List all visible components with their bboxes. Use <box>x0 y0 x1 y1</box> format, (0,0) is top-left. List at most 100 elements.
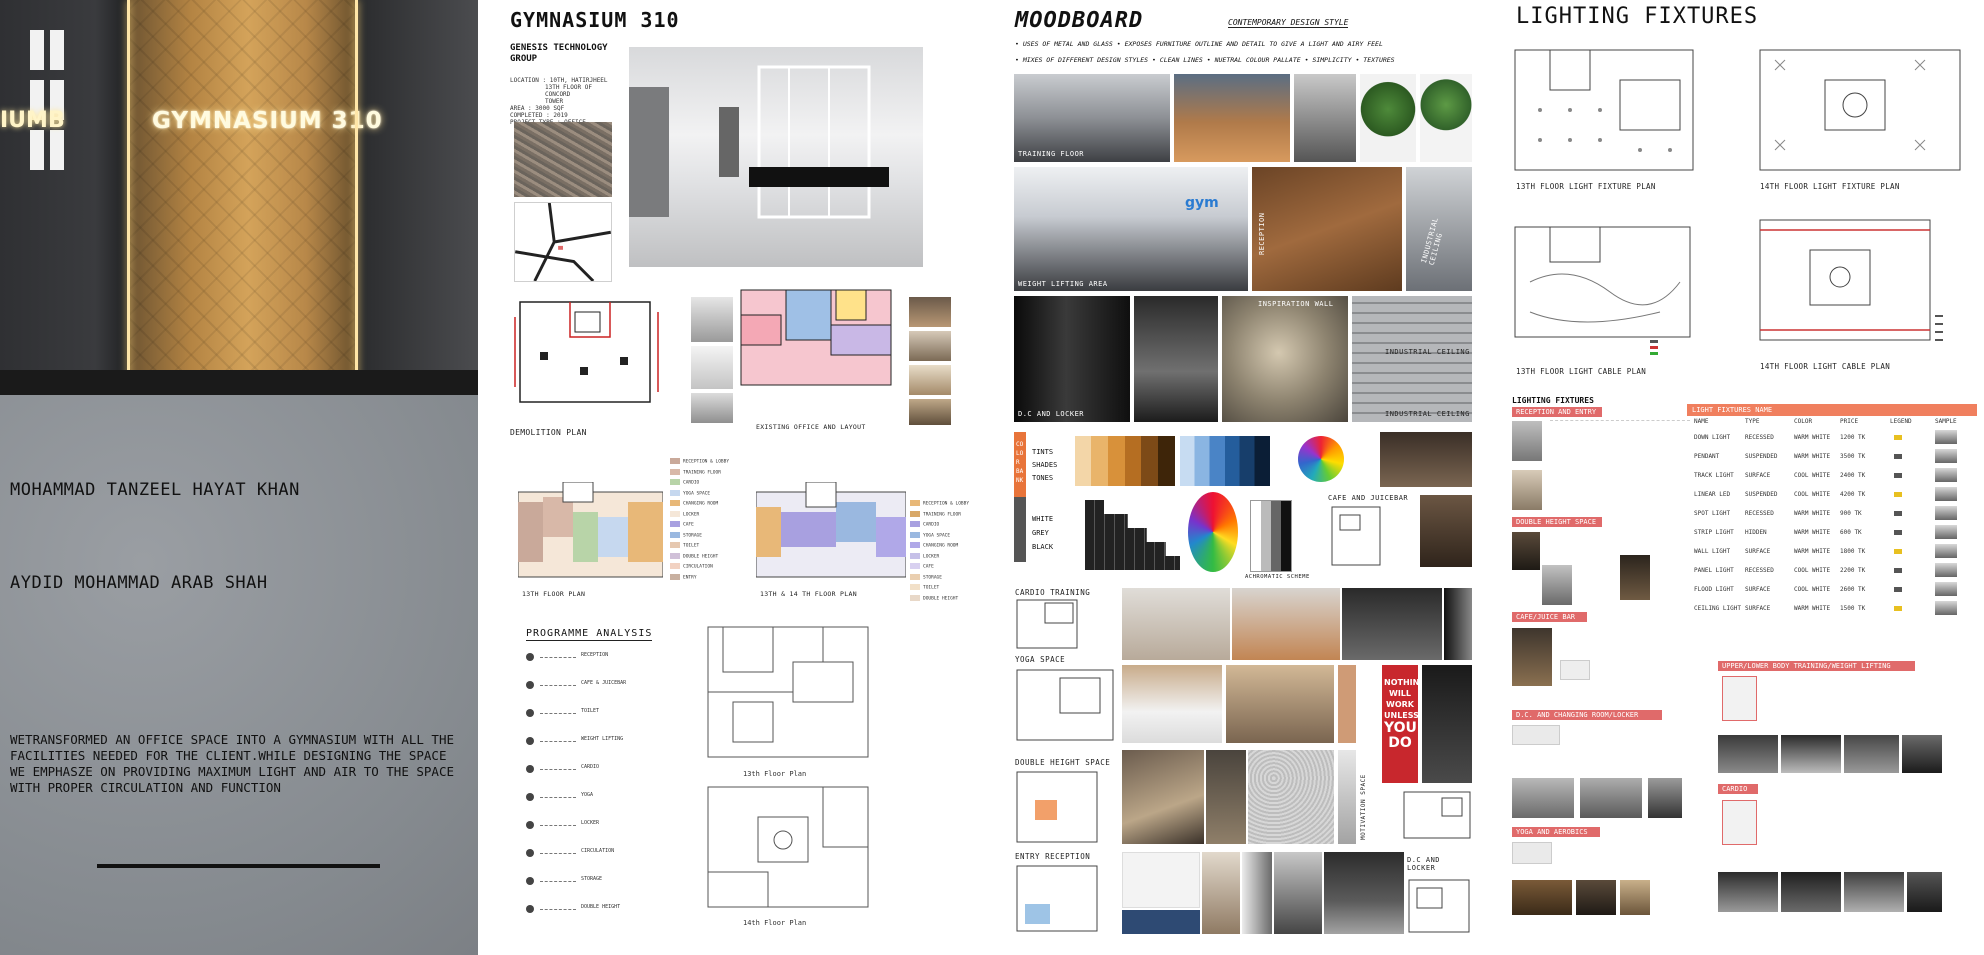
fixture-table-header-cell: NAME <box>1694 418 1709 425</box>
entry-photo-2 <box>1202 852 1240 934</box>
legend-text: TRAINING FLOOR <box>683 470 721 475</box>
plan-13-line <box>703 622 873 767</box>
fixture-table-cell: RECESSED <box>1745 510 1774 517</box>
fixture-table-cell: RECESSED <box>1745 434 1774 441</box>
floor-14-caption: 13TH & 14 TH FLOOR PLAN <box>760 590 857 598</box>
glow-strip-right <box>355 0 358 395</box>
programme-text: WEIGHT LIFTING <box>581 736 624 742</box>
section-cardio: CARDIO <box>1718 784 1758 794</box>
legend-item: DOUBLE HEIGHT <box>910 594 958 601</box>
project-panel: GYMNASIUM 310 GENESIS TECHNOLOGY GROUP L… <box>478 0 1000 955</box>
legend-swatch <box>910 552 920 559</box>
legend-text: YOGA SPACE <box>683 491 711 496</box>
training-floor-photo <box>1014 74 1170 162</box>
section-weight-lifting: UPPER/LOWER BODY TRAINING/WEIGHT LIFTING <box>1718 661 1915 671</box>
fixture-table-header-cell: LEGEND <box>1890 418 1912 425</box>
double-height-light-photo <box>1512 532 1540 570</box>
fixture-table-cell: SURFACE <box>1745 548 1771 555</box>
cardio-light-photo-2 <box>1718 872 1778 912</box>
legend-item: STORAGE <box>670 531 702 538</box>
fixture-table-cell: 2400 TK <box>1840 472 1866 479</box>
cover-panel: IUMB GYMNASIUM 310 MOHAMMAD TANZEEL HAYA… <box>0 0 478 955</box>
programme-item: STORAGE <box>526 874 676 894</box>
fixture-table-cell: WARM WHITE <box>1794 510 1831 517</box>
fixture-table-header-cell: COLOR <box>1794 418 1813 425</box>
programme-icon <box>526 737 534 745</box>
color-bank-label: COLOR BANK <box>1016 441 1024 484</box>
color-wheel <box>1298 436 1344 482</box>
programme-icon <box>526 877 534 885</box>
legend-swatch <box>910 500 920 506</box>
fixture-table-cell: SPOT LIGHT <box>1694 510 1731 517</box>
fixture-table-cell: SURFACE <box>1745 472 1771 479</box>
cool-swatches <box>1180 436 1270 486</box>
fixture-legend-icon <box>1894 530 1902 535</box>
legend-swatch <box>910 510 920 517</box>
legend-swatch <box>670 479 680 485</box>
fixture-table-cell: 1500 TK <box>1840 605 1866 612</box>
fixture-sample-image <box>1935 487 1957 501</box>
reception-light-photo <box>1512 421 1542 461</box>
entry-plan <box>1015 864 1100 934</box>
legend-item: TRAINING FLOOR <box>910 510 961 517</box>
programme-item: CARDIO <box>526 762 676 782</box>
legend-swatch <box>910 531 920 538</box>
fixture-table-cell: SURFACE <box>1745 586 1771 593</box>
machine-photo <box>1294 74 1356 162</box>
programme-text: CARDIO <box>581 764 600 770</box>
legend-item: LOCKER <box>670 510 699 517</box>
programme-icon <box>526 653 534 661</box>
fixture-table-cell: TRACK LIGHT <box>1694 472 1734 479</box>
cover-render: IUMB GYMNASIUM 310 <box>0 0 478 395</box>
inspiration-wall-label: INSPIRATION WALL <box>1258 300 1334 308</box>
programme-icon <box>526 793 534 801</box>
demolition-plan <box>510 297 663 412</box>
metal-swatch <box>1338 750 1356 844</box>
fixture-legend-icon <box>1894 568 1902 573</box>
swatch-row-shades: SHADES <box>1032 461 1058 469</box>
fixture-table-cell: DOWN LIGHT <box>1694 434 1731 441</box>
legend-text: YOGA SPACE <box>923 533 951 538</box>
weight-light-photo-3 <box>1781 735 1841 773</box>
reception-fixtures <box>1550 420 1690 511</box>
legend-item: ENTRY <box>670 573 697 580</box>
legend-item: TRAINING FLOOR <box>670 468 721 475</box>
cardio-plan <box>1015 598 1080 650</box>
yoga-light-photo-2 <box>1512 880 1572 915</box>
color-swirl <box>1188 492 1238 572</box>
color-bank-strip <box>1014 432 1026 562</box>
fixture-table-header-cell: SAMPLE <box>1935 418 1957 425</box>
fixture-table-cell: COOL WHITE <box>1794 472 1831 479</box>
poster-word: DO <box>1388 735 1412 751</box>
fixture-legend-icon <box>1894 473 1902 478</box>
poster-word: WILL <box>1389 689 1411 698</box>
fixture-table-cell: COOL WHITE <box>1794 586 1831 593</box>
plan-14-label: 14th Floor Plan <box>743 919 807 927</box>
entry-photo-3 <box>1242 852 1272 934</box>
lighting-panel: LIGHTING FIXTURES 13TH FLOOR LIGHT FIXTU… <box>1490 0 1984 955</box>
programme-text: DOUBLE HEIGHT <box>581 904 621 910</box>
programme-text: LOCKER <box>581 820 600 826</box>
swatch-row-tints: TINTS <box>1032 448 1054 456</box>
caption-cable-14: 14TH FLOOR LIGHT CABLE PLAN <box>1760 362 1891 371</box>
plant-photo-2 <box>1420 74 1472 162</box>
industrial-ceiling-label-3: INDUSTRIAL CEILING <box>1385 410 1470 418</box>
legend-text: LOCKER <box>923 554 940 559</box>
moodboard-panel: MOODBOARD CONTEMPORARY DESIGN STYLE • US… <box>1000 0 1490 955</box>
locker-photo <box>1014 296 1130 422</box>
fixture-table-cell: PANEL LIGHT <box>1694 567 1734 574</box>
client-name: GENESIS TECHNOLOGY GROUP <box>510 43 608 64</box>
legend-item: CARDIO <box>910 521 939 528</box>
programme-item: CIRCULATION <box>526 846 676 866</box>
legend-item: CIRCULATION <box>670 563 713 570</box>
fixture-table-cell: 2200 TK <box>1840 567 1866 574</box>
legend-swatch <box>910 563 920 569</box>
fixture-table-header-cell: TYPE <box>1745 418 1760 425</box>
caption-fixture-13: 13TH FLOOR LIGHT FIXTURE PLAN <box>1516 182 1656 191</box>
existing-photo-6 <box>909 365 951 395</box>
programme-text: RECEPTION <box>581 652 609 658</box>
weight-light-photo-4 <box>1844 735 1899 773</box>
fixture-legend-icon <box>1894 454 1902 459</box>
programme-item: WEIGHT LIFTING <box>526 734 676 754</box>
